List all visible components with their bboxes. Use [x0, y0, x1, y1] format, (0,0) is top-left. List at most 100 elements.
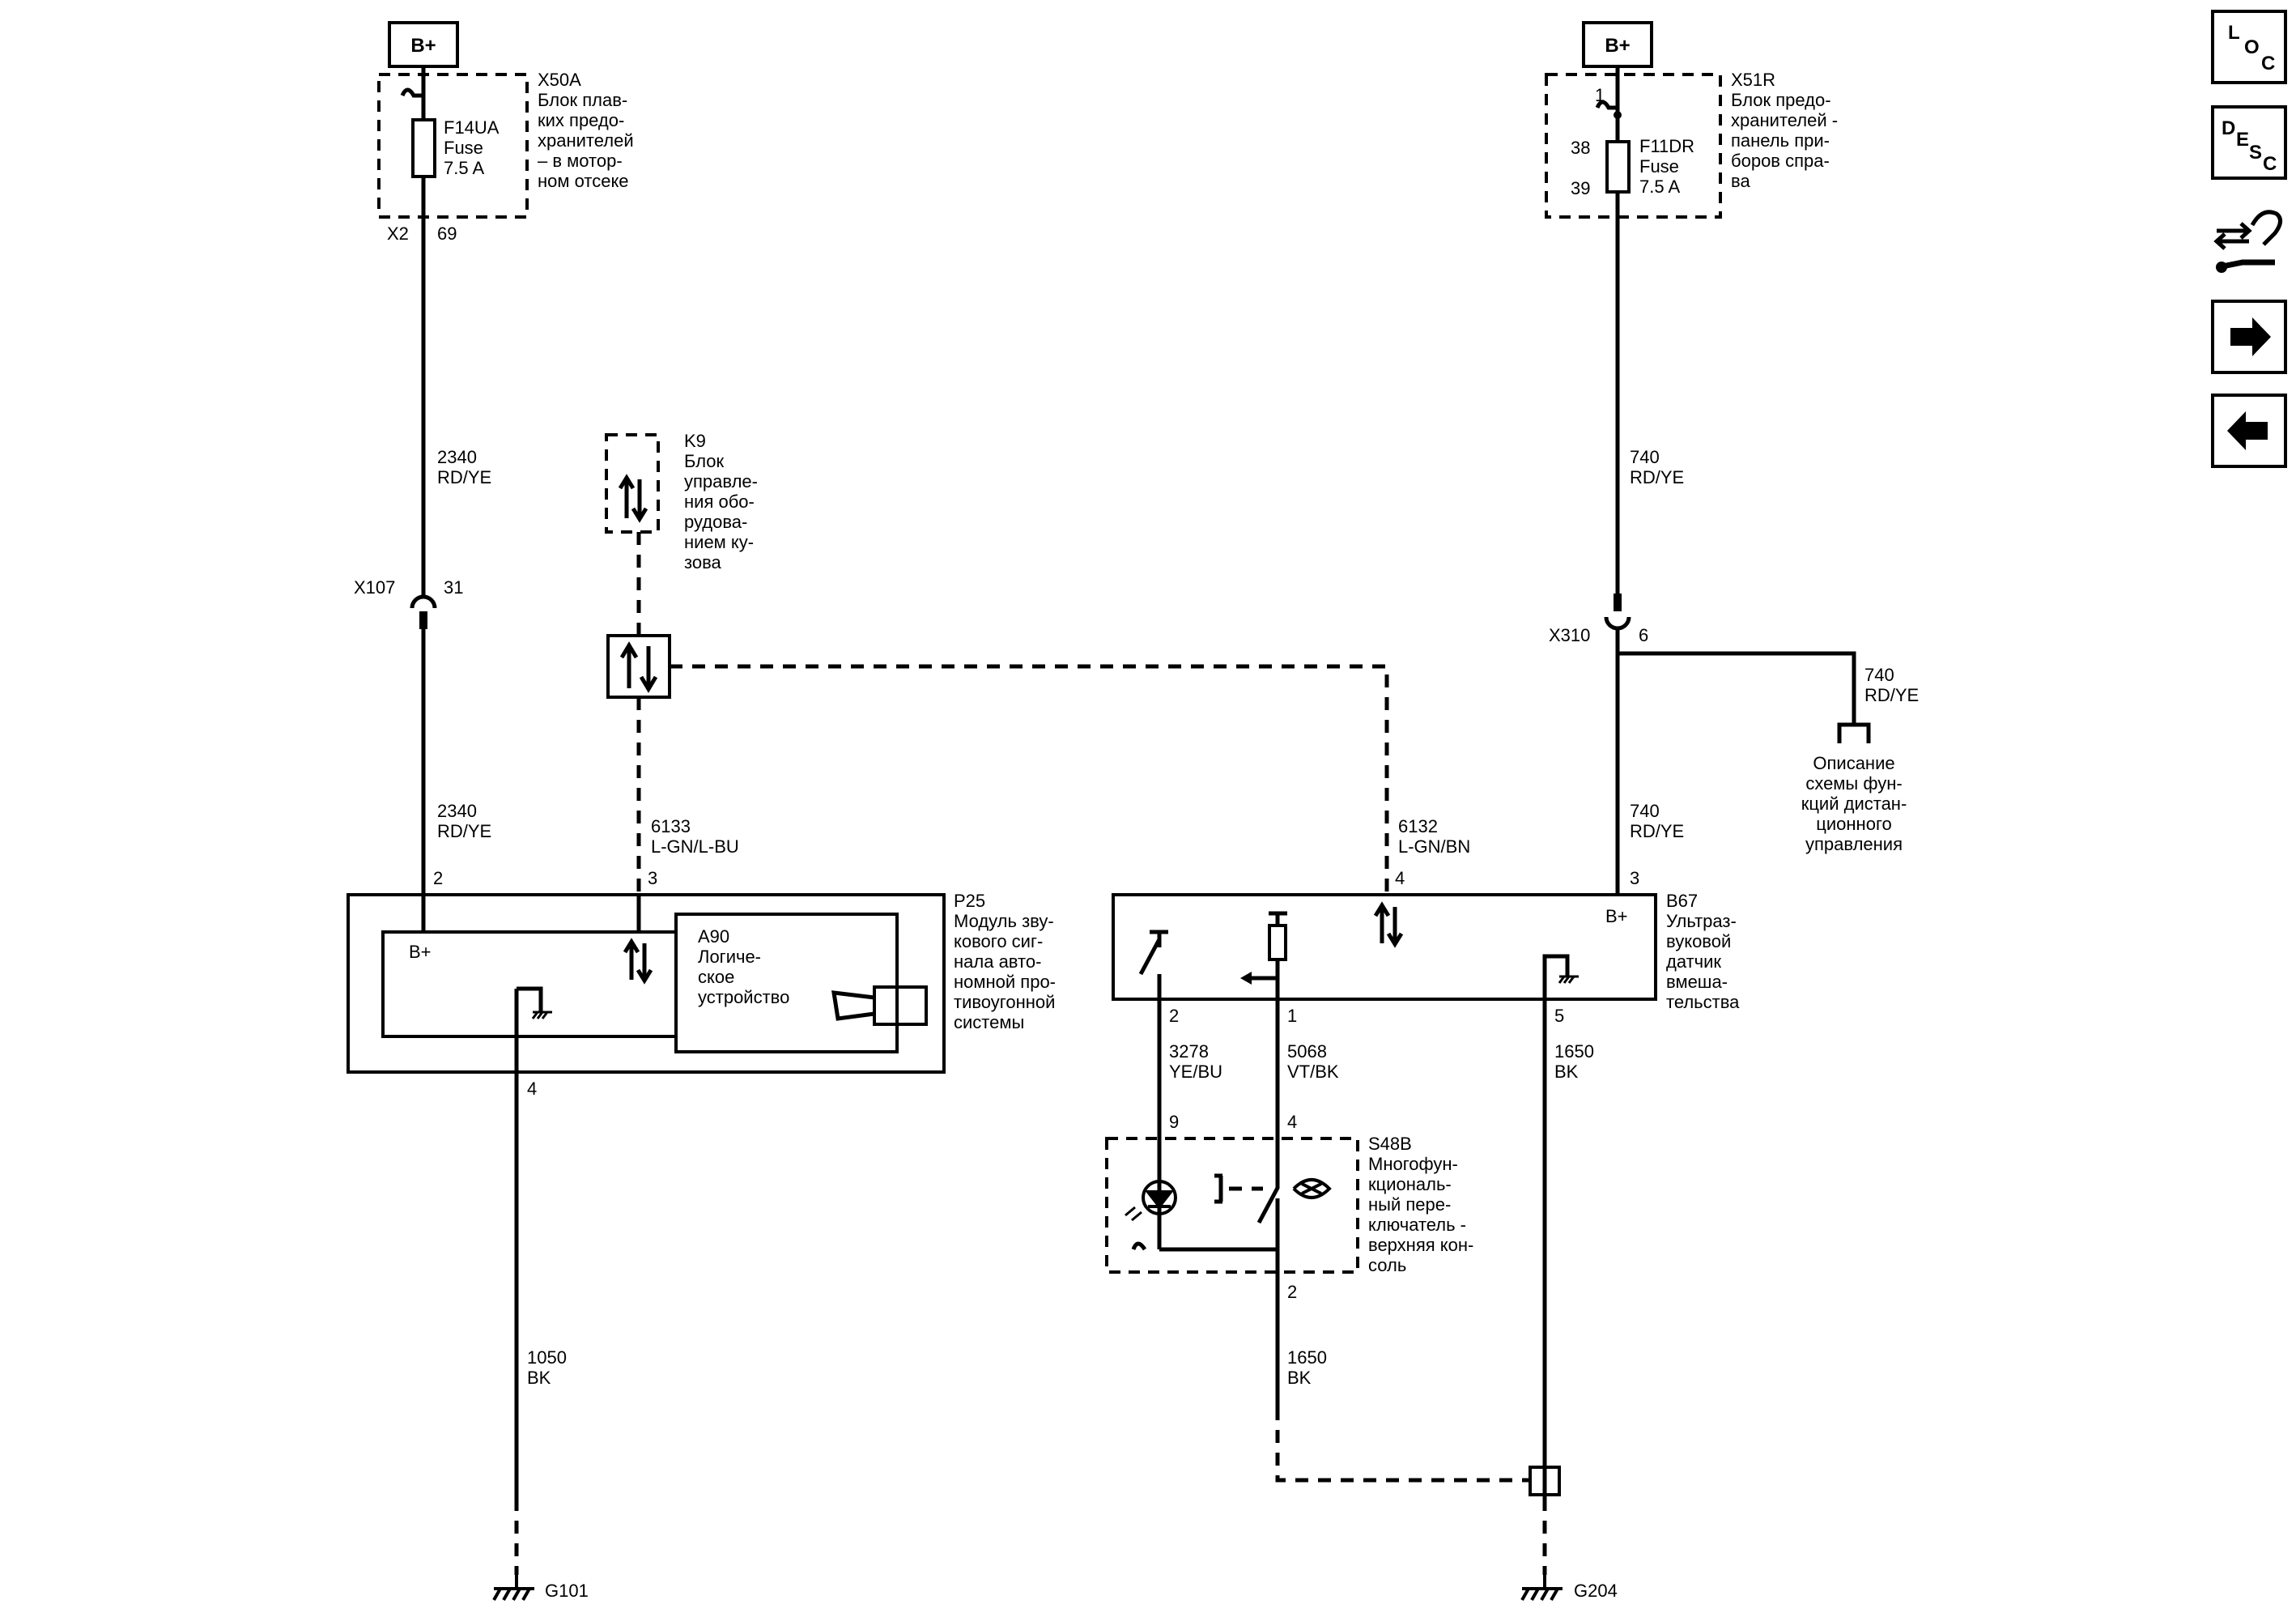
svg-text:ское: ское	[698, 967, 734, 987]
loc-button[interactable]: L O C	[2211, 10, 2287, 84]
wire-2340-lower-color: RD/YE	[437, 821, 491, 841]
wire-6132-num: 6132	[1398, 816, 1438, 836]
connector-x107	[410, 594, 437, 629]
power-right-label: B+	[1605, 35, 1630, 57]
ground-g101-label: G101	[545, 1581, 589, 1601]
wire-2340-upper-num: 2340	[437, 447, 477, 467]
p25-pin-4: 4	[527, 1079, 537, 1099]
x51r-pin-1: 1	[1595, 85, 1605, 105]
fuse-f14ua-type: Fuse	[444, 138, 483, 158]
s48b-switch	[1105, 1137, 1359, 1274]
svg-text:ния обо-: ния обо-	[684, 491, 755, 512]
p25-data-icon	[623, 938, 653, 985]
b67-pin-1: 1	[1287, 1006, 1297, 1026]
k9-description: Блок управле- ния обо- рудова- нием ку- …	[684, 451, 758, 572]
svg-text:Модуль зву-: Модуль зву-	[954, 911, 1054, 931]
b67-bplus: B+	[1605, 906, 1628, 926]
wire-5068	[1256, 1024, 1280, 1224]
b67-pin-4: 4	[1395, 868, 1405, 888]
wire-740-branch	[1618, 651, 1856, 725]
connector-tool-icon[interactable]	[2213, 210, 2282, 273]
power-terminal-right: B+	[1582, 21, 1653, 68]
arrow-left-icon[interactable]	[2211, 394, 2287, 468]
wire-5068-color: VT/BK	[1287, 1062, 1339, 1082]
svg-text:боров спра-: боров спра-	[1731, 151, 1830, 171]
power-left-label: B+	[410, 35, 436, 57]
wire-740-lower-num: 740	[1630, 801, 1660, 821]
svg-text:Описание: Описание	[1813, 753, 1894, 773]
svg-text:вуковой: вуковой	[1666, 931, 1731, 951]
x50a-fuse-block	[377, 73, 529, 219]
svg-text:Логиче-: Логиче-	[698, 947, 761, 967]
x50a-code: X50A	[538, 70, 581, 90]
svg-text:рудова-: рудова-	[684, 512, 747, 532]
arrow-right-icon[interactable]	[2211, 300, 2287, 374]
svg-text:Блок плав-: Блок плав-	[538, 90, 627, 110]
wire-5068-num: 5068	[1287, 1041, 1327, 1062]
svg-text:Блок предо-: Блок предо-	[1731, 90, 1831, 110]
svg-text:ном отсеке: ном отсеке	[538, 171, 629, 191]
p25-pin-2: 2	[433, 868, 443, 888]
svg-text:L: L	[2228, 22, 2240, 44]
svg-text:номной про-: номной про-	[954, 972, 1056, 992]
p25-description: Модуль зву- кового сиг- нала авто- номно…	[954, 911, 1056, 1032]
p25-pin-3: 3	[648, 868, 657, 888]
k9-module	[605, 433, 660, 534]
fuse-f11dr	[1595, 66, 1631, 217]
svg-text:– в мотор-: – в мотор-	[538, 151, 623, 171]
wire-1650-a-color: BK	[1554, 1062, 1579, 1082]
b67-description: Ультраз- вуковой датчик вмеша- тельства	[1666, 911, 1740, 1012]
k9-code: K9	[684, 431, 706, 451]
fuse-f14ua	[400, 66, 436, 217]
fuse-f11dr-name: F11DR	[1639, 136, 1694, 156]
s48b-pin-4: 4	[1287, 1112, 1297, 1132]
wire-3278-num: 3278	[1169, 1041, 1209, 1062]
desc-button[interactable]: D E S C	[2211, 105, 2287, 180]
wire-1650-b-color: BK	[1287, 1368, 1312, 1388]
x50a-pin: 69	[437, 223, 457, 244]
power-terminal-left: B+	[388, 21, 459, 68]
svg-text:управле-: управле-	[684, 471, 758, 491]
wire-2340-upper-color: RD/YE	[437, 467, 491, 487]
svg-text:системы: системы	[954, 1012, 1024, 1032]
x51r-fuse-block	[1545, 73, 1722, 219]
wire-6132-color: L-GN/BN	[1398, 836, 1470, 857]
svg-text:Блок: Блок	[684, 451, 725, 471]
ground-g204-label: G204	[1574, 1581, 1618, 1601]
k9-data-icon	[618, 474, 648, 523]
a90-code: A90	[698, 926, 729, 947]
x107-pin: 31	[444, 577, 463, 598]
svg-text:ный пере-: ный пере-	[1368, 1194, 1451, 1215]
splice-g204	[1529, 1466, 1561, 1496]
svg-text:ких предо-: ких предо-	[538, 110, 624, 130]
x107-code: X107	[354, 577, 395, 598]
svg-text:C: C	[2261, 53, 2275, 74]
wire-1650-b-num: 1650	[1287, 1347, 1327, 1368]
x310-code: X310	[1549, 625, 1590, 645]
svg-text:вмеша-: вмеша-	[1666, 972, 1728, 992]
fuse-f14ua-rating: 7.5 A	[444, 158, 484, 178]
svg-text:панель при-: панель при-	[1731, 130, 1830, 151]
p25-code: P25	[954, 891, 985, 911]
wire-1050-color: BK	[527, 1368, 551, 1388]
svg-text:нала авто-: нала авто-	[954, 951, 1041, 972]
wire-1650-a-num: 1650	[1554, 1041, 1594, 1062]
connector-x310	[1604, 594, 1631, 631]
p25-ground-icon	[517, 986, 552, 1019]
b67-pin-2: 2	[1169, 1006, 1179, 1026]
x51r-pin-39: 39	[1571, 178, 1590, 198]
s48b-pin-9: 9	[1169, 1112, 1179, 1132]
svg-text:хранителей -: хранителей -	[1731, 110, 1838, 130]
svg-text:Многофун-: Многофун-	[1368, 1154, 1458, 1174]
svg-text:E: E	[2236, 129, 2249, 151]
wire-740-lower-color: RD/YE	[1630, 821, 1684, 841]
wire-6133-num: 6133	[651, 816, 691, 836]
svg-text:кового сиг-: кового сиг-	[954, 931, 1043, 951]
svg-text:хранителей: хранителей	[538, 130, 634, 151]
svg-text:схемы фун-: схемы фун-	[1805, 773, 1902, 794]
s48b-code: S48B	[1368, 1134, 1412, 1154]
b67-module	[1112, 893, 1657, 1001]
b67-pin-5: 5	[1554, 1006, 1564, 1026]
svg-text:ционного: ционного	[1816, 814, 1891, 834]
